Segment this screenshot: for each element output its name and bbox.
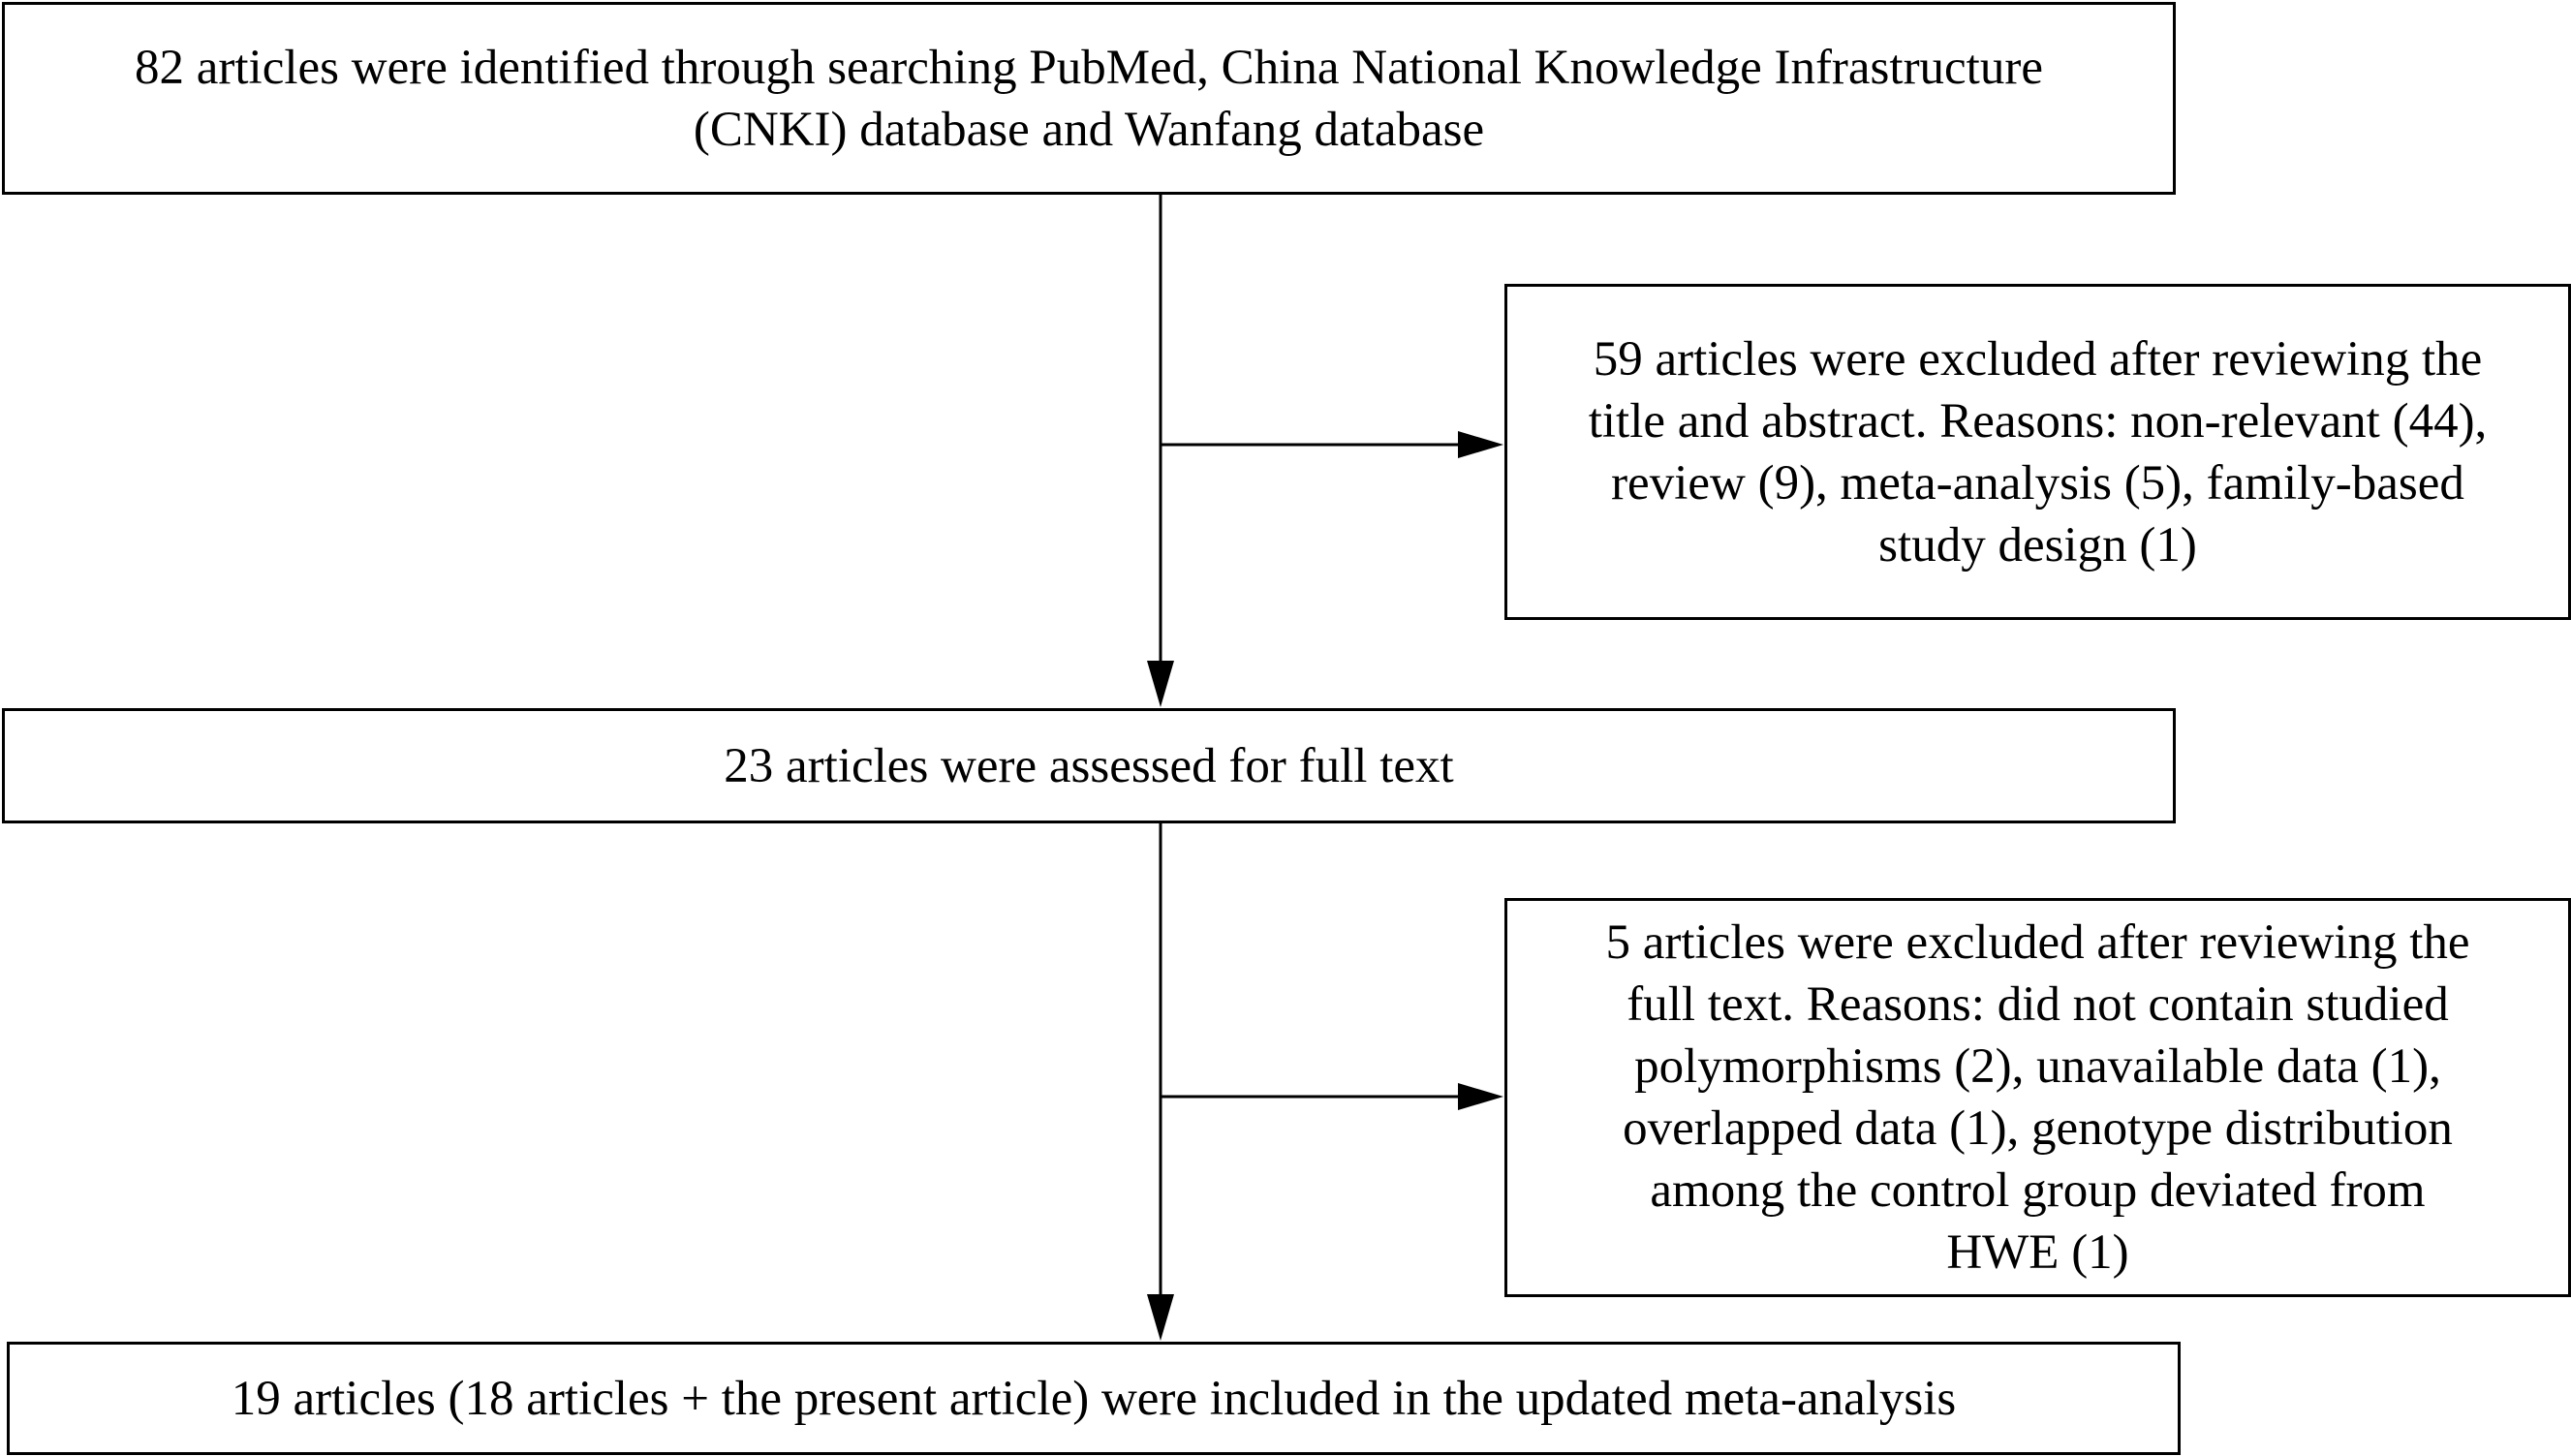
box-excluded-full-text: 5 articles were excluded after reviewing… [1504,898,2571,1297]
identified-text: 82 articles were identified through sear… [135,40,2043,157]
included-text: 19 articles (18 articles + the present a… [231,1371,1957,1426]
box-excluded-title-abstract: 59 articles were excluded after reviewin… [1504,284,2571,620]
arrowhead-down-included [1147,1294,1174,1341]
box-included: 19 articles (18 articles + the present a… [7,1342,2181,1455]
arrowhead-right-excluded-full-text [1458,1083,1503,1110]
arrowhead-right-excluded-title-abstract [1458,431,1503,458]
assessed-full-text-text: 23 articles were assessed for full text [724,738,1454,793]
box-identified: 82 articles were identified through sear… [2,2,2176,195]
box-assessed-full-text: 23 articles were assessed for full text [2,708,2176,823]
arrowhead-down-assessed [1147,661,1174,707]
excluded-full-text-text: 5 articles were excluded after reviewing… [1605,915,2470,1280]
excluded-title-abstract-text: 59 articles were excluded after reviewin… [1588,331,2488,573]
